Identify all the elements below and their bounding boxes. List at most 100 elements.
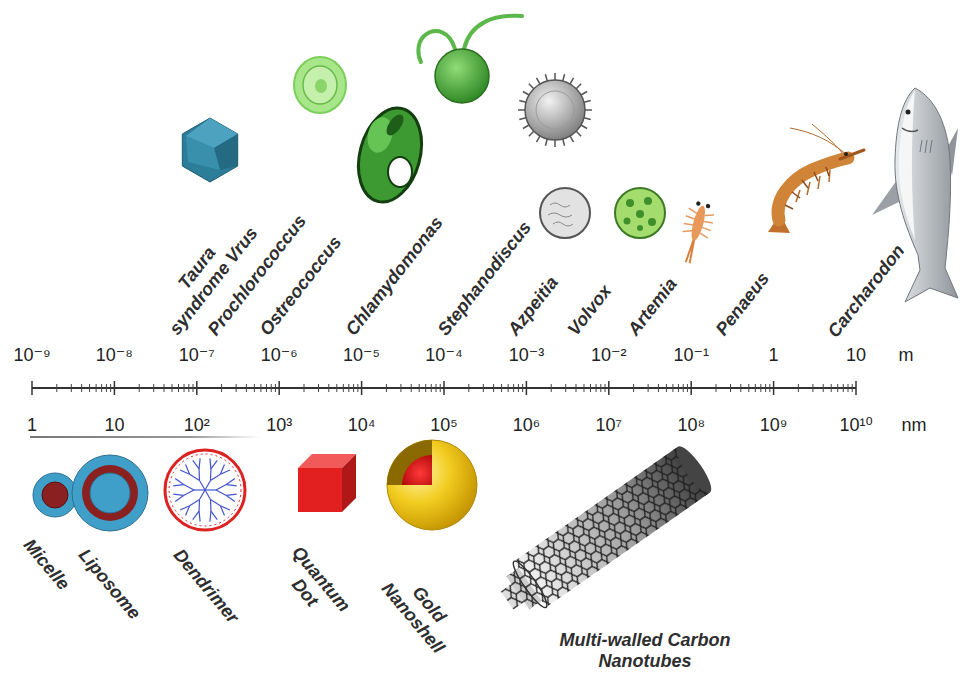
chlamydomonas-figure-part [435, 49, 489, 103]
dendrimer-figure-part [210, 500, 212, 512]
meter-tick-label: 10⁻² [591, 345, 627, 366]
dendrimer-figure-part [165, 450, 245, 530]
carbon-nanotube-figure-part [509, 558, 551, 611]
scale-axis-part [153, 384, 154, 392]
dendrimer-figure-part [210, 511, 211, 521]
stephanodiscus-figure-part [529, 131, 534, 136]
dendrimer-figure-part [184, 490, 194, 495]
scale-axis-part [812, 384, 813, 392]
dendrimer-figure-part [198, 469, 200, 481]
scale-axis-part [468, 384, 469, 392]
scale-axis-part [583, 384, 584, 392]
artemia-figure-part [689, 204, 708, 241]
scale-axis-part [266, 384, 267, 392]
nanomaterial-label: Micelle [19, 535, 73, 594]
stephanodiscus-figure-part [576, 131, 581, 136]
micelle-figure-part [33, 473, 77, 517]
dendrimer-figure-part [211, 511, 217, 519]
dendrimer-figure-part [180, 506, 190, 510]
scale-axis-part [425, 384, 426, 392]
quantum-dot-figure-part [298, 468, 342, 512]
scale-axis-part [855, 381, 857, 395]
scale-axis-part [236, 384, 237, 392]
artemia-figure-part [696, 201, 701, 206]
scale-axis-part [343, 384, 344, 392]
volvox-figure-part [636, 210, 644, 218]
penaeus-figure [768, 124, 864, 233]
dendrimer-figure-part [193, 460, 199, 468]
dendrimer-figure-part [175, 495, 184, 501]
organism-label: Carcharodon [824, 241, 909, 342]
stephanodiscus-figure-part [537, 78, 541, 84]
penaeus-figure-part [778, 158, 848, 220]
prochlorococcus-figure-part [303, 66, 337, 104]
meter-tick-label: 10⁻⁹ [13, 345, 50, 366]
scale-axis-part [526, 381, 528, 395]
scale-axis-part [318, 384, 319, 392]
dendrimer-figure-part [210, 458, 211, 468]
shark-figure-part [902, 128, 918, 132]
shark-figure-part [906, 110, 911, 115]
nanometer-tick-label: 10¹⁰ [839, 415, 872, 436]
nanometer-tick-label: 10² [184, 415, 210, 436]
volvox-figure-part [624, 218, 631, 225]
scale-axis-part [508, 384, 509, 392]
scale-axis-part [852, 384, 853, 392]
ostreococcus-figure-part [388, 157, 412, 187]
nanometer-tick-label: 10³ [266, 415, 292, 436]
nanometer-tick-label: 10⁸ [677, 415, 705, 436]
dendrimer-figure-part [205, 480, 211, 490]
stephanodiscus-figure [518, 73, 592, 147]
carbon-nanotube-figure [491, 442, 716, 623]
scale-axis-part [221, 384, 222, 392]
artemia-figure [674, 199, 717, 266]
scale-axis-part [831, 384, 832, 392]
scale-axis-part [193, 384, 194, 392]
artemia-figure-part [705, 203, 710, 208]
scale-axis-part [353, 384, 354, 392]
dendrimer-figure-part [220, 470, 230, 474]
ostreococcus-figure-part [383, 112, 407, 139]
ostreococcus-figure-part [349, 101, 432, 209]
dendrimer-figure-part [226, 478, 235, 484]
scale-axis-part [798, 384, 799, 392]
dendrimer-figure-part [226, 495, 235, 501]
penaeus-figure-part [844, 152, 848, 156]
meter-tick-label: 10 [846, 345, 866, 366]
scale-axis-part [96, 384, 97, 392]
scale-axis-part [56, 384, 57, 392]
quantum-dot-figure [298, 454, 356, 512]
chlamydomonas-figure [418, 16, 522, 103]
dendrimer-figure-part [216, 485, 226, 490]
scale-axis-part [755, 384, 756, 392]
dendrimer-figure-part [211, 474, 221, 480]
nanomaterial-label: Quantum Dot [268, 538, 358, 634]
volvox-figure-part [648, 218, 656, 226]
dendrimer-figure-part [220, 506, 224, 516]
stephanodiscus-figure-part [584, 118, 591, 120]
scale-axis-part [386, 384, 387, 392]
virus-figure [182, 118, 237, 182]
scale-axis-part [328, 384, 329, 392]
stephanodiscus-figure-part [523, 92, 529, 96]
organism-label: Azpeitia [504, 273, 563, 340]
unit-label: nm [901, 415, 926, 436]
meter-tick-label: 10⁻³ [509, 345, 545, 366]
stephanodiscus-figure-part [545, 74, 547, 81]
gold-nanoshell-figure [387, 440, 477, 530]
virus-figure-part [182, 118, 237, 182]
meter-tick-label: 10⁻⁶ [261, 345, 298, 366]
nanomaterial-label: Dendrimer [169, 545, 243, 627]
scale-axis-part [666, 384, 667, 392]
nanometer-tick-label: 10⁷ [596, 415, 623, 436]
dendrimer-figure [165, 450, 245, 530]
micelle-figure [33, 473, 77, 517]
scale-axis-part [837, 384, 838, 392]
micelle-figure-part [42, 482, 68, 508]
scale-axis-part [419, 384, 420, 392]
dendrimer-figure-part [199, 458, 200, 468]
dendrimer-figure-part [216, 490, 226, 495]
stephanodiscus-figure-part [563, 139, 565, 146]
